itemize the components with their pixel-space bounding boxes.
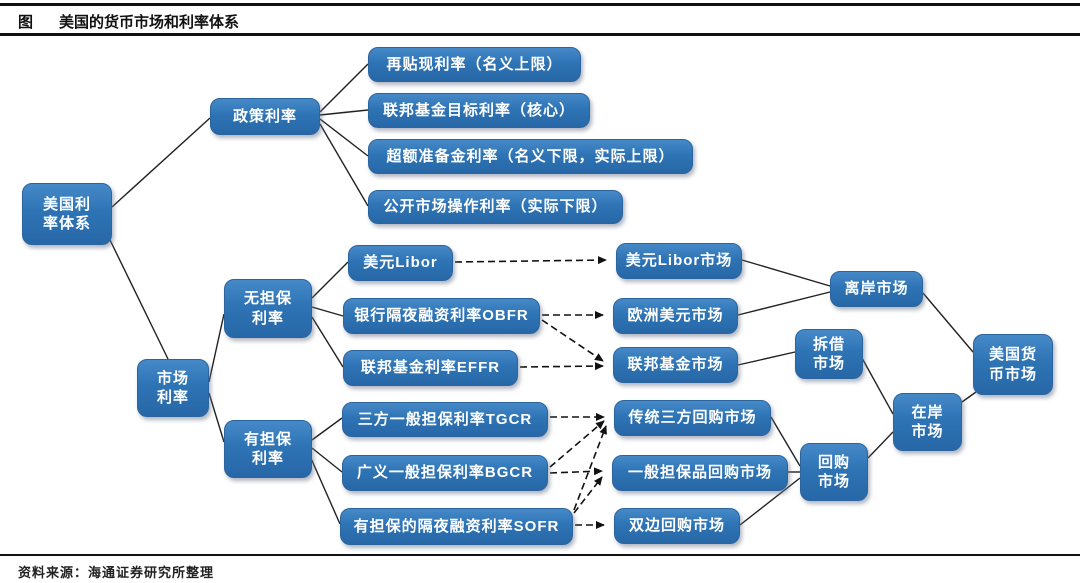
node-omo-rate: 公开市场操作利率（实际下限） [368, 190, 623, 224]
node-obfr: 银行隔夜融资利率OBFR [343, 298, 540, 334]
node-repo-market: 回购 市场 [800, 443, 868, 501]
node-market-rate: 市场 利率 [137, 359, 209, 417]
source-note: 资料来源：海通证券研究所整理 [18, 565, 215, 580]
edge-interbank-onshore [861, 357, 894, 415]
edge-fedfunds-interbank [737, 351, 796, 366]
edge-secured-sofr [309, 455, 341, 525]
edge-us-rate-system-market-rate [109, 239, 169, 360]
edge-repo-onshore [867, 431, 894, 459]
edge-offshore-us-money [922, 292, 974, 353]
title-divider-rule [0, 33, 1080, 36]
edge-secured-bgcr [311, 447, 343, 473]
node-sofr: 有担保的隔夜融资利率SOFR [340, 508, 573, 545]
edge-us-rate-system-policy-rate [111, 117, 211, 208]
edge-market-rate-unsecured [208, 313, 225, 383]
node-fed-funds-market: 联邦基金市场 [613, 347, 738, 383]
edge-obfr-fedfunds [541, 319, 604, 362]
node-excess-reserve-rate: 超额准备金利率（名义下限，实际上限） [368, 139, 693, 174]
top-rule [0, 3, 1080, 6]
figure-title: 美国的货币市场和利率体系 [59, 14, 240, 31]
edge-libor-market-offshore [741, 259, 831, 287]
edge-unsecured-usd-libor [311, 261, 349, 299]
node-us-money-market: 美国货 币市场 [973, 334, 1053, 395]
node-usd-libor-market: 美元Libor市场 [616, 243, 742, 279]
node-secured-rate: 有担保 利率 [224, 420, 312, 478]
edge-policy-rate-rediscount [319, 63, 369, 113]
node-unsecured-rate: 无担保 利率 [224, 279, 312, 338]
footer-rule [0, 554, 1080, 556]
node-rediscount-rate: 再贴现利率（名义上限） [368, 47, 581, 82]
edge-triparty-repo [770, 416, 801, 467]
edge-policy-rate-ffr-target [319, 109, 369, 116]
edge-sofr-triparty [573, 425, 607, 511]
edge-market-rate-secured [208, 392, 225, 443]
node-interbank-market: 拆借 市场 [795, 329, 863, 379]
node-gc-repo-market: 一般担保品回购市场 [612, 455, 788, 491]
edge-bgcr-gc [549, 467, 603, 476]
edge-bgcr-triparty [549, 420, 605, 468]
edge-usd-libor-to-market [454, 256, 607, 265]
edge-sofr-gc [573, 476, 603, 514]
edge-secured-tgcr [311, 417, 343, 441]
node-eurodollar-market: 欧洲美元市场 [613, 298, 738, 334]
node-policy-rate: 政策利率 [210, 98, 320, 135]
node-bgcr: 广义一般担保利率BGCR [342, 455, 548, 491]
node-usd-libor: 美元Libor [348, 245, 453, 281]
node-effr: 联邦基金利率EFFR [343, 350, 518, 386]
edge-onshore-us-money [961, 391, 977, 403]
edge-bilateral-repo [739, 477, 801, 526]
node-triparty-repo-market: 传统三方回购市场 [614, 400, 771, 436]
node-fed-funds-target-rate: 联邦基金目标利率（核心） [368, 93, 590, 128]
figure-header: 图 美国的货币市场和利率体系 [18, 11, 239, 32]
node-bilateral-repo-market: 双边回购市场 [614, 508, 740, 544]
edge-unsecured-effr [311, 316, 344, 368]
node-offshore-market: 离岸市场 [830, 271, 923, 307]
edge-unsecured-obfr [311, 306, 344, 317]
node-tgcr: 三方一般担保利率TGCR [342, 402, 548, 437]
edge-policy-rate-omo [319, 123, 369, 207]
node-onshore-market: 在岸 市场 [893, 393, 962, 451]
edge-policy-rate-excess-reserve [319, 118, 369, 157]
edge-effr-fedfunds [519, 362, 604, 371]
node-us-rate-system: 美国利 率体系 [22, 183, 112, 245]
figure-label: 图 [18, 14, 34, 31]
edge-eurodollar-offshore [737, 291, 831, 316]
